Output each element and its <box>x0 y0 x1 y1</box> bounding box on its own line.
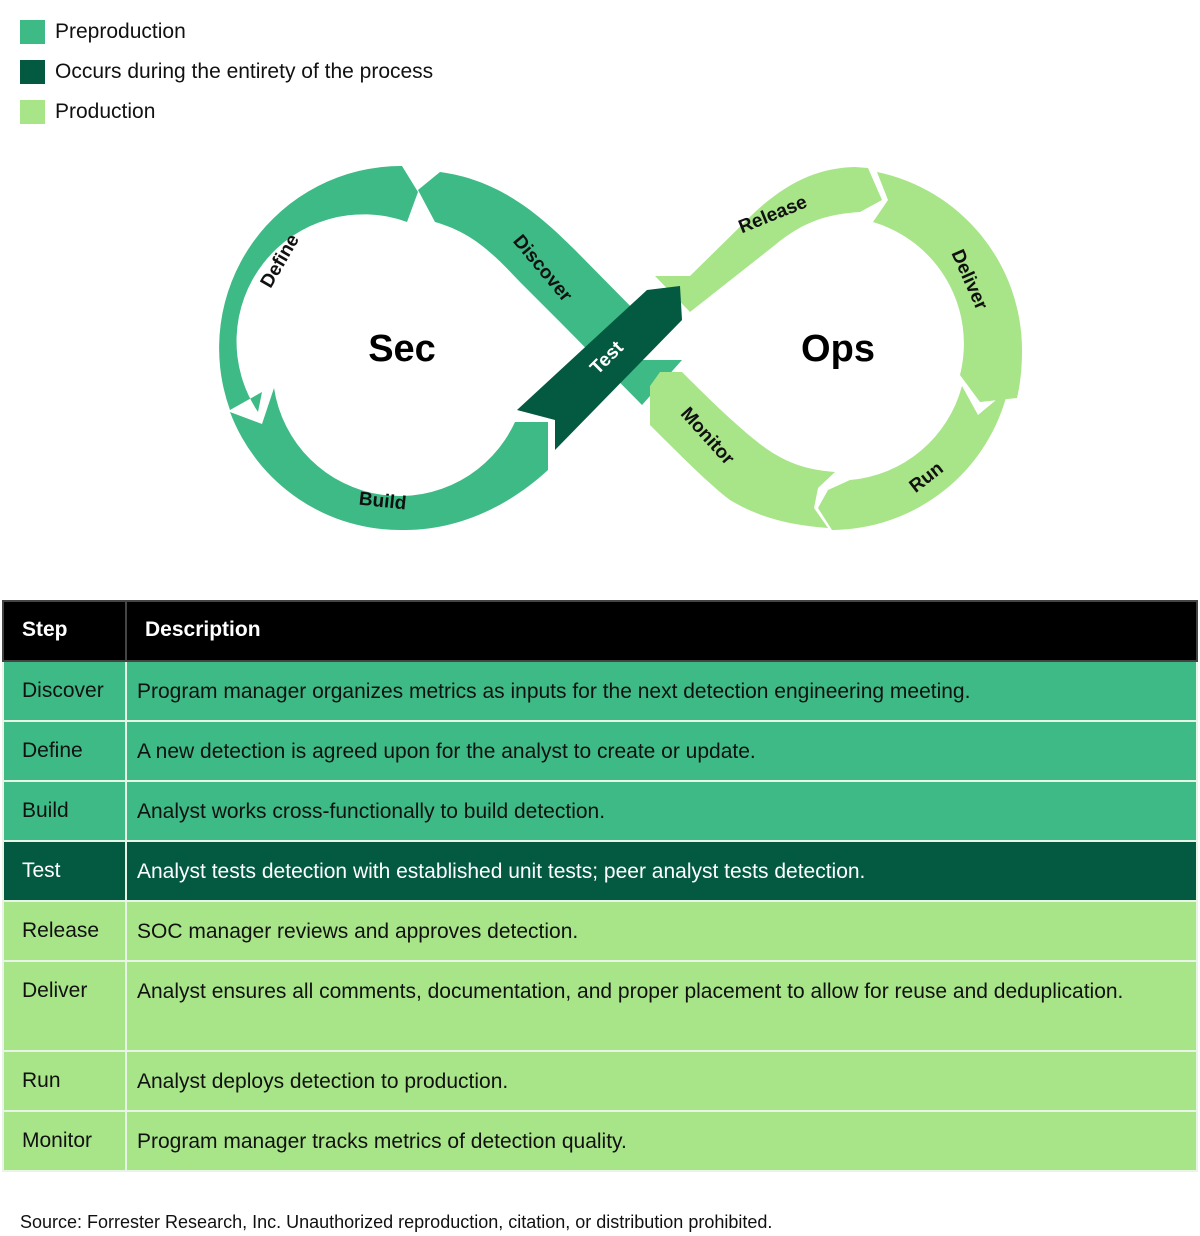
step-cell: Monitor <box>2 1110 127 1172</box>
step-cell: Run <box>2 1050 127 1112</box>
legend: Preproduction Occurs during the entirety… <box>20 20 433 140</box>
table-row: Release SOC manager reviews and approves… <box>2 900 1198 962</box>
step-cell: Deliver <box>2 960 127 1052</box>
legend-item-preproduction: Preproduction <box>20 20 433 44</box>
legend-item-entire-process: Occurs during the entirety of the proces… <box>20 60 433 84</box>
label-build: Build <box>358 489 407 515</box>
legend-swatch-production <box>20 100 45 124</box>
legend-item-production: Production <box>20 100 433 124</box>
step-cell: Release <box>2 900 127 962</box>
table-row: Discover Program manager organizes metri… <box>2 660 1198 722</box>
secops-infinity-diagram: Define Discover Build Test Release Deliv… <box>219 165 1022 531</box>
table-row: Monitor Program manager tracks metrics o… <box>2 1110 1198 1172</box>
step-cell: Build <box>2 780 127 842</box>
description-cell: Program manager organizes metrics as inp… <box>125 660 1198 722</box>
table-row: Define A new detection is agreed upon fo… <box>2 720 1198 782</box>
steps-table: Step Description Discover Program manage… <box>2 600 1198 1172</box>
legend-swatch-entire-process <box>20 60 45 84</box>
center-label-sec: Sec <box>368 328 436 370</box>
segment-deliver <box>873 172 1022 402</box>
header-description: Description <box>125 600 1198 662</box>
segment-run <box>818 386 1008 530</box>
description-cell: Program manager tracks metrics of detect… <box>125 1110 1198 1172</box>
legend-label: Occurs during the entirety of the proces… <box>55 60 434 83</box>
segment-release <box>655 167 882 312</box>
segment-test <box>517 286 682 450</box>
table-row: Run Analyst deploys detection to product… <box>2 1050 1198 1112</box>
legend-label: Preproduction <box>55 20 186 43</box>
description-cell: A new detection is agreed upon for the a… <box>125 720 1198 782</box>
legend-swatch-preproduction <box>20 20 45 44</box>
table-header-row: Step Description <box>2 600 1198 662</box>
header-step: Step <box>2 600 127 662</box>
description-cell: Analyst tests detection with established… <box>125 840 1198 902</box>
description-cell: Analyst deploys detection to production. <box>125 1050 1198 1112</box>
description-cell: Analyst ensures all comments, documentat… <box>125 960 1198 1052</box>
table-row: Deliver Analyst ensures all comments, do… <box>2 960 1198 1052</box>
step-cell: Discover <box>2 660 127 722</box>
segment-define <box>219 165 418 412</box>
table-row: Test Analyst tests detection with establ… <box>2 840 1198 902</box>
center-label-ops: Ops <box>801 328 875 370</box>
table-row: Build Analyst works cross-functionally t… <box>2 780 1198 842</box>
step-cell: Define <box>2 720 127 782</box>
legend-label: Production <box>55 100 156 123</box>
source-note: Source: Forrester Research, Inc. Unautho… <box>20 1212 773 1232</box>
description-cell: Analyst works cross-functionally to buil… <box>125 780 1198 842</box>
segment-build <box>230 388 548 531</box>
step-cell: Test <box>2 840 127 902</box>
segment-monitor <box>650 372 835 528</box>
description-cell: SOC manager reviews and approves detecti… <box>125 900 1198 962</box>
